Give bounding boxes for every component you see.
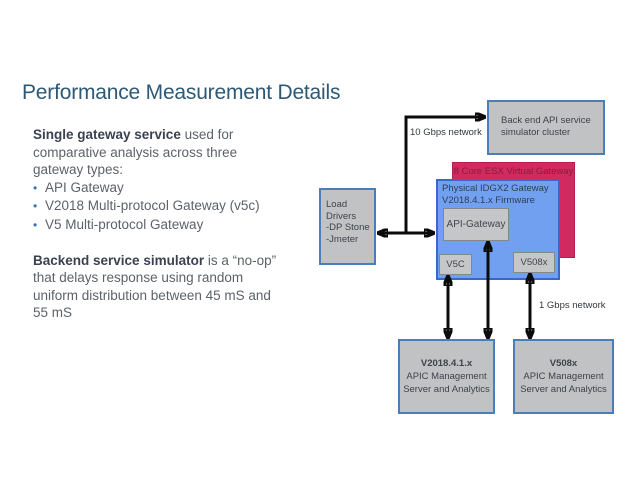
load-drivers-label-line1: Load — [326, 199, 348, 210]
bullet-item-v5-gateway: • V5 Multi-protocol Gateway — [33, 216, 323, 235]
paragraph-2-line-3: uniform distribution between 45 mS and — [33, 287, 271, 303]
load-drivers-label-line3: -DP Stone — [326, 222, 370, 233]
bullet-label: V2018 Multi-protocol Gateway (v5c) — [45, 198, 260, 213]
paragraph-1-line-2: comparative analysis across three — [33, 144, 238, 160]
paragraph-spacer — [33, 234, 323, 252]
paragraph-1-line-3: gateway types: — [33, 162, 124, 177]
bullet-item-v2018-gateway: • V2018 Multi-protocol Gateway (v5c) — [33, 197, 323, 216]
bold-phrase-single-gateway: Single gateway service — [33, 127, 181, 142]
mgmt-server-v508x-title: V508x — [549, 358, 578, 369]
physical-gateway-label-line2: V2018.4.1.x Firmware — [442, 194, 535, 206]
mgmt-server-v508x-box: V508x APIC Management Server and Analyti… — [513, 339, 614, 414]
backend-simulator-label-line1: Back end API service — [501, 115, 591, 126]
slide-title: Performance Measurement Details — [22, 81, 341, 104]
load-drivers-box: Load Drivers -DP Stone -Jmeter — [319, 188, 376, 265]
physical-gateway-label-line1: Physical IDGX2 Gateway — [442, 183, 549, 194]
api-gateway-label: API-Gateway — [446, 219, 506, 230]
mgmt-server-v508x-line2: APIC Management — [523, 371, 604, 382]
mgmt-server-v2018-box: V2018.4.1.x APIC Management Server and A… — [398, 339, 495, 414]
paragraph-2-line-1: Backend service simulator is a “no-op” — [33, 252, 323, 270]
paragraph-text: used for — [180, 127, 234, 142]
api-gateway-box: API-Gateway — [443, 208, 509, 241]
paragraph-1-line-1: Single gateway service used for — [33, 126, 323, 144]
mgmt-server-v2018-line2: APIC Management — [406, 371, 487, 382]
network-label-1gbps: 1 Gbps network — [539, 300, 606, 311]
mgmt-server-v508x-line3: Server and Analytics — [520, 384, 607, 395]
bullet-icon: • — [33, 180, 38, 195]
bold-phrase-backend-simulator: Backend service simulator — [33, 252, 205, 268]
body-text-block: Single gateway service used for comparat… — [33, 126, 323, 322]
v508x-box: V508x — [513, 252, 555, 273]
paragraph-2-line-4: 55 mS — [33, 305, 73, 320]
mgmt-server-v2018-title: V2018.4.1.x — [420, 358, 473, 369]
bullet-label: V5 Multi-protocol Gateway — [45, 216, 204, 232]
backend-simulator-box: Back end API service simulator cluster — [487, 100, 605, 155]
bullet-label: API Gateway — [45, 179, 124, 195]
v5c-box: V5C — [439, 254, 472, 275]
backend-simulator-label-line2: simulator cluster — [501, 126, 571, 138]
mgmt-server-v2018-line3: Server and Analytics — [403, 384, 490, 395]
network-label-10gbps: 10 Gbps network — [410, 127, 482, 138]
v5c-label: V5C — [446, 259, 465, 270]
esx-virtual-gateway-title: 8 Core ESX Virtual Gateway — [453, 166, 574, 177]
v508x-label: V508x — [520, 257, 548, 268]
bullet-icon: • — [33, 199, 38, 213]
bullet-item-api-gateway: • API Gateway — [33, 179, 323, 198]
load-drivers-label-line2: Drivers — [326, 210, 357, 222]
paragraph-text: is a “no-op” — [204, 252, 277, 268]
paragraph-2-line-2: that delays response using random — [33, 270, 244, 285]
load-drivers-label-line4: -Jmeter — [326, 233, 359, 245]
bullet-icon: • — [33, 217, 38, 232]
